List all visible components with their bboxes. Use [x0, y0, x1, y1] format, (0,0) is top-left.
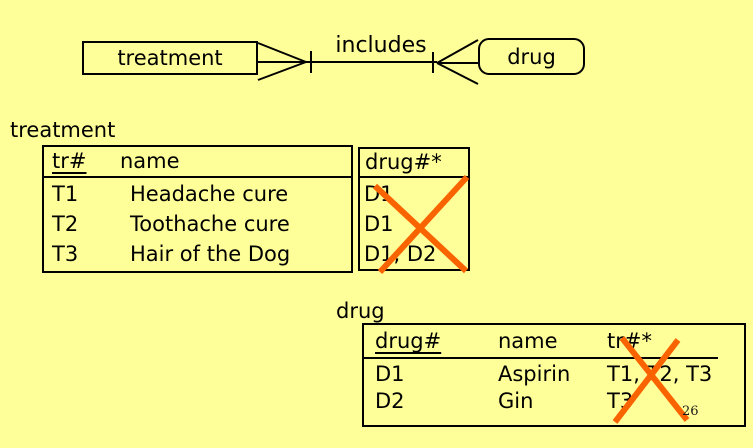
crows-foot-left-icon — [257, 42, 307, 81]
treatment-fk-column: drug#* D1 D1 D1, D2 — [358, 147, 470, 271]
treatment-table: tr# name T1 Headache cure T2 Toothache c… — [42, 145, 353, 273]
cell-tr-id: T1 — [52, 182, 79, 206]
cell-drug-id: D1 — [375, 362, 405, 386]
treatment-name-header: name — [120, 149, 180, 173]
cell-tr-id: T3 — [52, 242, 79, 266]
cell-drug-name: Gin — [498, 389, 534, 413]
treatment-key-header: tr# — [52, 149, 87, 173]
cell-drug-treatments: T3 — [607, 389, 634, 413]
drug-fk-header: tr#* — [607, 329, 652, 353]
cell-tr-drugs: D1 — [364, 182, 394, 206]
cell-tr-drugs: D1, D2 — [364, 242, 437, 266]
drug-key-header: drug# — [375, 329, 442, 353]
cell-tr-name: Hair of the Dog — [130, 242, 291, 266]
drug-table-label: drug — [336, 299, 385, 323]
crows-foot-right-icon — [436, 39, 479, 85]
drug-header-divider — [364, 357, 718, 359]
cell-tr-drugs: D1 — [364, 212, 394, 236]
cell-tr-name: Headache cure — [130, 182, 289, 206]
cell-tr-id: T2 — [52, 212, 79, 236]
cell-drug-treatments: T1, T2, T3 — [607, 362, 713, 386]
treatment-fk-header: drug#* — [365, 150, 442, 174]
entity-treatment: treatment — [82, 41, 258, 75]
drug-name-header: name — [498, 329, 558, 353]
relationship-label: includes — [335, 33, 427, 58]
treatment-table-label: treatment — [10, 118, 116, 142]
treatment-fk-header-divider — [360, 176, 468, 178]
cell-tr-name: Toothache cure — [130, 212, 290, 236]
page-number: 26 — [682, 404, 699, 419]
cell-drug-name: Aspirin — [498, 362, 571, 386]
cell-drug-id: D2 — [375, 389, 405, 413]
entity-drug: drug — [478, 38, 585, 75]
treatment-header-divider — [44, 176, 351, 178]
